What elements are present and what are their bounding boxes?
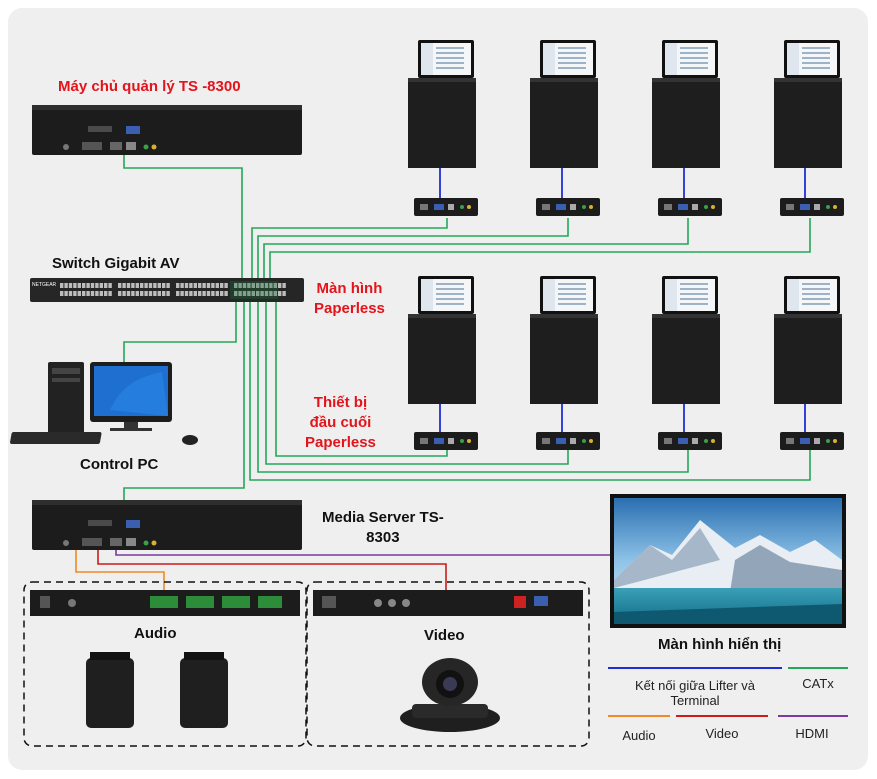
- paperless-lifter: [652, 40, 720, 168]
- management-server-label: Máy chủ quản lý TS -8300: [58, 78, 241, 95]
- switch-device: [30, 278, 304, 302]
- display-screen: [610, 494, 846, 628]
- paperless-terminal: [536, 198, 600, 216]
- paperless-terminal: [658, 432, 722, 450]
- switch-brand: NETGEAR: [32, 282, 57, 288]
- paperless-lifter: [408, 276, 476, 404]
- audio-line: [75, 546, 165, 590]
- video-line: [97, 546, 447, 590]
- switch-label: Switch Gigabit AV: [52, 255, 180, 272]
- media-server-label-line1: Media Server TS-: [322, 509, 444, 526]
- paperless-terminal: [780, 432, 844, 450]
- legend-video: Video: [705, 726, 739, 741]
- paperless-terminal: [658, 198, 722, 216]
- video-box: [306, 581, 590, 747]
- video-label: Video: [424, 627, 465, 644]
- paperless-lifter: [652, 276, 720, 404]
- paperless-screen-label-line1: Màn hình: [316, 280, 383, 297]
- lifter-lines: [439, 167, 806, 432]
- legend-catx: CATx: [802, 676, 834, 691]
- paperless-lifter: [530, 40, 598, 168]
- media-server: [32, 500, 302, 550]
- audio-label: Audio: [134, 625, 177, 642]
- paperless-terminal: [414, 198, 478, 216]
- display-label: Màn hình hiển thị: [658, 636, 782, 653]
- media-server-label-line2: 8303: [366, 529, 400, 546]
- legend-audio: Audio: [622, 728, 656, 743]
- paperless-screen-label-line2: Paperless: [314, 300, 385, 317]
- paperless-terminal: [780, 198, 844, 216]
- terminal-label: Thiết bị đầu cuối Paperless: [305, 393, 376, 453]
- audio-box: [23, 581, 307, 747]
- paperless-lifter: [408, 40, 476, 168]
- paperless-lifter: [774, 276, 842, 404]
- management-server: [32, 105, 302, 155]
- terminal-label-line3: Paperless: [305, 434, 376, 451]
- paperless-lifter: [774, 40, 842, 168]
- legend-hdmi: HDMI: [795, 726, 829, 741]
- legend-lines: [608, 667, 848, 717]
- paperless-screen-label: Màn hình Paperless: [314, 279, 385, 319]
- control-pc-image: [10, 362, 198, 445]
- legend-lifter-terminal: Kết nối giữa Lifter và Terminal: [635, 678, 755, 708]
- paperless-terminal: [536, 432, 600, 450]
- paperless-lifter: [530, 276, 598, 404]
- media-server-label: Media Server TS- 8303: [322, 508, 444, 548]
- paperless-terminals: [414, 198, 844, 450]
- paperless-terminal: [414, 432, 478, 450]
- paperless-lifters: [408, 40, 842, 404]
- terminal-label-line1: Thiết bị: [313, 394, 368, 411]
- control-pc-label: Control PC: [80, 456, 159, 473]
- terminal-label-line2: đầu cuối: [309, 414, 372, 431]
